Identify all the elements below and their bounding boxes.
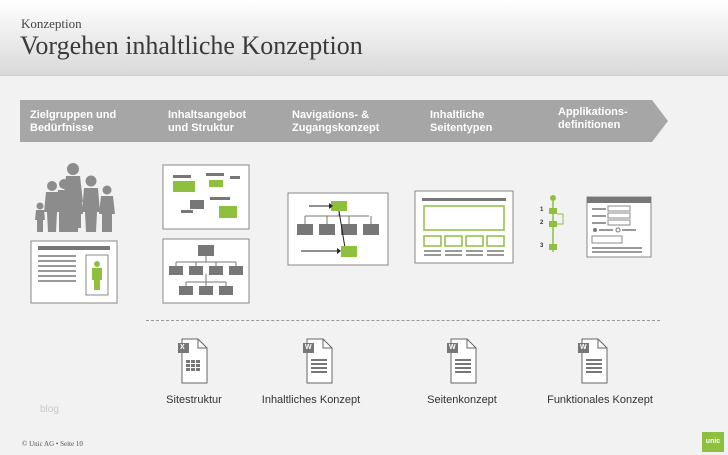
dashed-divider [146, 320, 660, 321]
section-kicker: Konzeption [21, 16, 82, 31]
step-navigation: Navigations- & Zugangskonzept [292, 109, 380, 134]
application-flow-icon [549, 195, 564, 252]
step-applikationen: Applikations- definitionen [558, 106, 628, 131]
word-doc-icon [447, 338, 477, 384]
watermark-text: blog [40, 404, 59, 415]
flow-number-2: 2 [540, 220, 544, 226]
word-doc-icon [303, 338, 333, 384]
persona-page-wireframe [30, 240, 118, 304]
doc-badge-4: W [580, 344, 587, 351]
step-zielgruppen: Zielgruppen und Bedürfnisse [30, 109, 117, 134]
deliverable-seitenkonzept: Seitenkonzept [427, 394, 497, 406]
chevron-step-3 [266, 100, 408, 142]
deliverable-inhaltliches-konzept: Inhaltliches Konzept [261, 394, 361, 406]
page-type-wireframe [414, 190, 514, 264]
step-seitentypen: Inhaltliche Seitentypen [430, 109, 493, 134]
application-form-wireframe [586, 196, 652, 258]
flow-number-3: 3 [540, 243, 544, 249]
word-doc-icon [578, 338, 608, 384]
unic-logo: unic [702, 432, 724, 452]
footer-copyright: © Unic AG • Seite 10 [22, 440, 83, 448]
process-chevrons [20, 100, 668, 142]
page-title: Vorgehen inhaltliche Konzeption [20, 31, 363, 60]
doc-badge-2: W [305, 344, 312, 351]
chevron-step-2 [142, 100, 284, 142]
navigation-concept-wireframe [287, 192, 389, 266]
doc-badge-3: W [449, 344, 456, 351]
step-inhaltsangebot: Inhaltsangebot und Struktur [168, 109, 247, 134]
chevron-step-4 [390, 100, 532, 142]
spreadsheet-doc-icon [178, 338, 208, 384]
deliverable-sitestruktur: Sitestruktur [166, 394, 222, 406]
header-bar: Konzeption Vorgehen inhaltliche Konzepti… [0, 0, 728, 76]
deliverable-funktionales-konzept: Funktionales Konzept [547, 394, 653, 406]
content-offer-wireframe [162, 164, 250, 230]
people-silhouettes-icon [35, 163, 115, 232]
site-structure-tree [162, 238, 250, 304]
flow-number-1: 1 [540, 207, 544, 213]
chevron-step-5 [514, 100, 668, 142]
chevron-step-1 [20, 100, 160, 142]
doc-badge-1: X [180, 344, 185, 351]
